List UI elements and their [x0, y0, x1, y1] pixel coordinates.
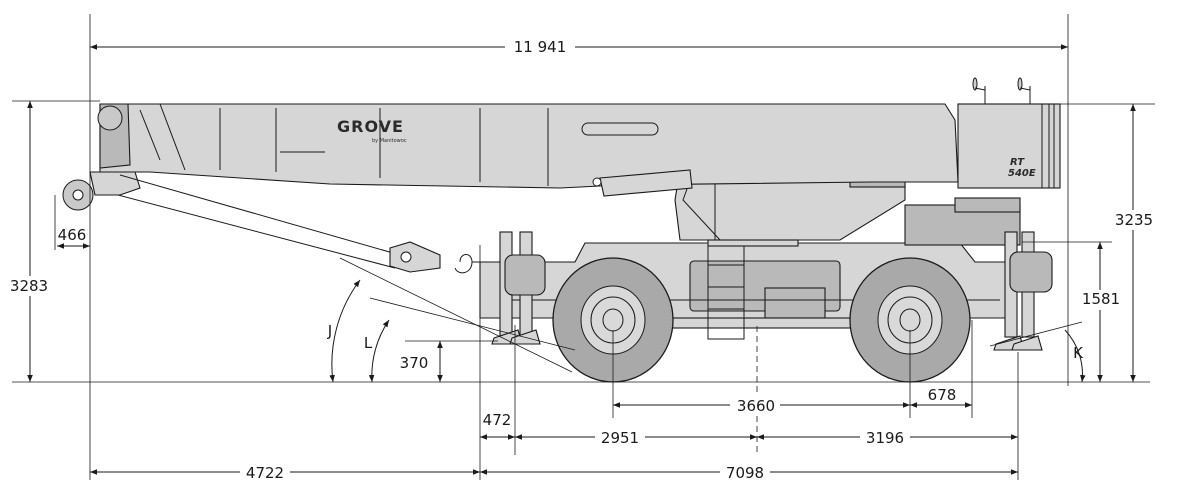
angle-label-j: J — [327, 322, 332, 340]
mirror-icon — [972, 77, 1031, 104]
dim-front-to-center: 2951 — [601, 429, 639, 447]
counterweight — [957, 103, 1061, 189]
front-wheel — [552, 257, 674, 383]
dim-rear-axle-offset: 678 — [928, 386, 957, 404]
angle-label-l: L — [364, 334, 373, 352]
angle-label-k: K — [1073, 344, 1084, 362]
dim-height-right: 3235 — [1115, 211, 1153, 229]
dimension-labels: 11 941 466 3283 3235 1581 370 472 3660 6… — [5, 36, 1158, 482]
crane-illustration — [62, 77, 1061, 383]
brand-sub-logo: by Manitowoc — [372, 138, 407, 144]
lift-cylinder — [599, 169, 693, 197]
rear-outriggers — [993, 231, 1053, 351]
model-label-line2: 540E — [1008, 168, 1036, 179]
dim-boom-overhang: 4722 — [246, 464, 284, 482]
brand-logo: GROVE — [337, 117, 404, 136]
rear-wheel — [849, 257, 971, 383]
model-label-line1: RT — [1010, 157, 1025, 168]
hook-icon — [454, 254, 492, 274]
dim-center-to-rear: 3196 — [866, 429, 904, 447]
dim-hook-offset: 466 — [58, 226, 87, 244]
tag-line-block — [389, 241, 441, 273]
dim-wheelbase: 3660 — [737, 397, 775, 415]
boom — [99, 103, 959, 189]
front-outriggers — [491, 231, 546, 345]
dim-ground-clearance: 370 — [400, 354, 429, 372]
dim-front-outrigger-overhang: 472 — [483, 411, 512, 429]
dim-overall-height-left: 3283 — [10, 277, 48, 295]
hook-block — [62, 171, 141, 211]
dim-overall-length: 11 941 — [514, 38, 567, 56]
dim-outrigger-spread: 7098 — [726, 464, 764, 482]
dim-deck-height: 1581 — [1082, 290, 1120, 308]
